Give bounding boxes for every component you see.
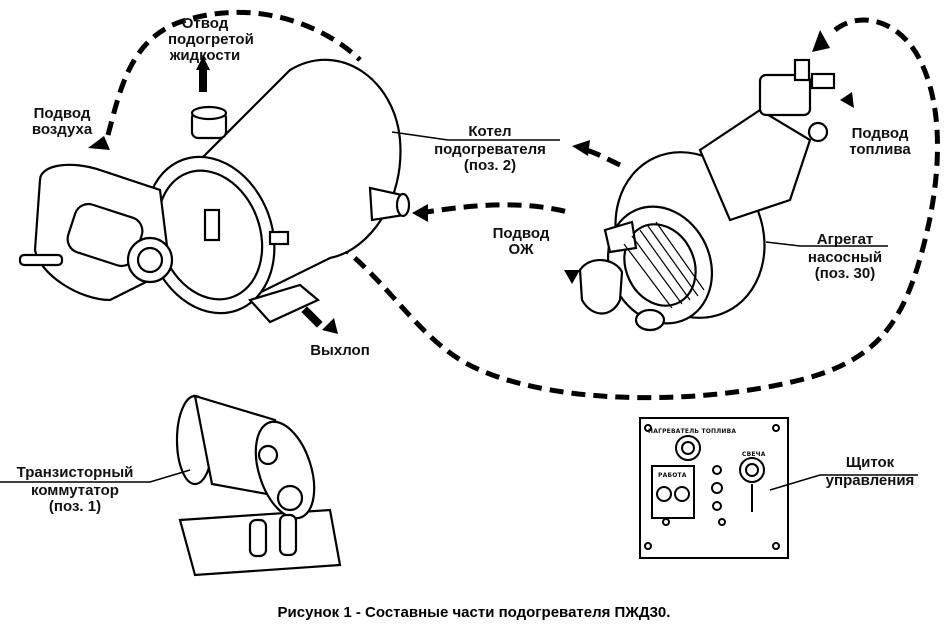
label-podvod-ozh-line2: ОЖ [508, 241, 534, 258]
label-otvod-line3: жидкости [169, 47, 241, 64]
label-shitok-line2: управления [825, 472, 915, 489]
flow-lines [105, 9, 940, 401]
panel-label-svecha: СВЕЧА [742, 451, 766, 458]
panel-label-rabota: РАБОТА [658, 472, 687, 479]
heater-assembly [18, 58, 411, 324]
figure-caption: Рисунок 1 - Составные части подогревател… [277, 604, 671, 621]
transistor-switch-drawing [175, 394, 342, 577]
arrow-ozh [564, 270, 580, 284]
label-agregat: Агрегат насосный (поз. 30) [800, 232, 890, 282]
label-kotel-line1: Котел [468, 123, 512, 140]
label-podvod-vozduha: Подвод воздуха [22, 106, 102, 138]
flow-line-top-right [328, 17, 940, 401]
label-kotel-line3: (поз. 2) [463, 157, 517, 174]
label-podvod-topliva-line2: топлива [849, 141, 911, 158]
leader-tranzistor [0, 469, 191, 483]
arrow-exhaust [322, 318, 338, 334]
arrow-otvod [196, 56, 210, 70]
label-vyhlop: Выхлоп [310, 342, 370, 359]
arrow-to-kotel-side [412, 204, 428, 222]
control-panel-drawing [639, 417, 789, 559]
leader-kotel [391, 131, 560, 141]
label-shitok: Щиток управления [820, 455, 920, 489]
label-kotel: Котел подогревателя (поз. 2) [430, 124, 550, 174]
flow-line-to-kotel [419, 202, 569, 216]
label-tranzistorny-line3: (поз. 1) [48, 498, 102, 515]
flow-line-top-left [105, 9, 362, 136]
label-tranzistorny-line2: коммутатор [31, 482, 119, 499]
label-tranzistorny: Транзисторный коммутатор (поз. 1) [0, 465, 150, 515]
label-agregat-line2: насосный [807, 249, 883, 266]
arrow-fuel-in [840, 92, 854, 108]
label-podvod-vozduha-line1: Подвод [33, 105, 91, 122]
leader-lines [0, 131, 918, 491]
arrow-kotel [572, 140, 590, 156]
label-kotel-line2: подогревателя [434, 141, 546, 158]
label-tranzistorny-line1: Транзисторный [16, 464, 134, 481]
leader-shitok [769, 474, 918, 491]
arrow-podvod-vozduha [88, 136, 110, 150]
flow-line-kotel-arrow [579, 145, 622, 168]
arrow-top-right-out [812, 30, 830, 52]
label-otvod: Отвод подогретой жидкости [168, 15, 254, 64]
pump-assembly [578, 58, 836, 332]
leader-agregat [765, 241, 888, 247]
label-podvod-vozduha-line2: воздуха [31, 121, 93, 138]
label-otvod-line2: подогретой [168, 31, 254, 48]
pump-fins [623, 221, 705, 309]
label-podvod-topliva: Подвод топлива [830, 126, 930, 158]
label-podvod-topliva-line1: Подвод [851, 125, 909, 142]
label-shitok-line1: Щиток [845, 454, 895, 471]
label-otvod-line1: Отвод [181, 15, 229, 32]
label-agregat-line3: (поз. 30) [814, 265, 876, 282]
panel-label-nagrevatel: НАГРЕВАТЕЛЬ ТОПЛИВА [648, 428, 737, 435]
label-podvod-ozh: Подвод ОЖ [486, 226, 556, 258]
label-agregat-line1: Агрегат [816, 231, 874, 248]
label-podvod-ozh-line1: Подвод [492, 225, 550, 242]
